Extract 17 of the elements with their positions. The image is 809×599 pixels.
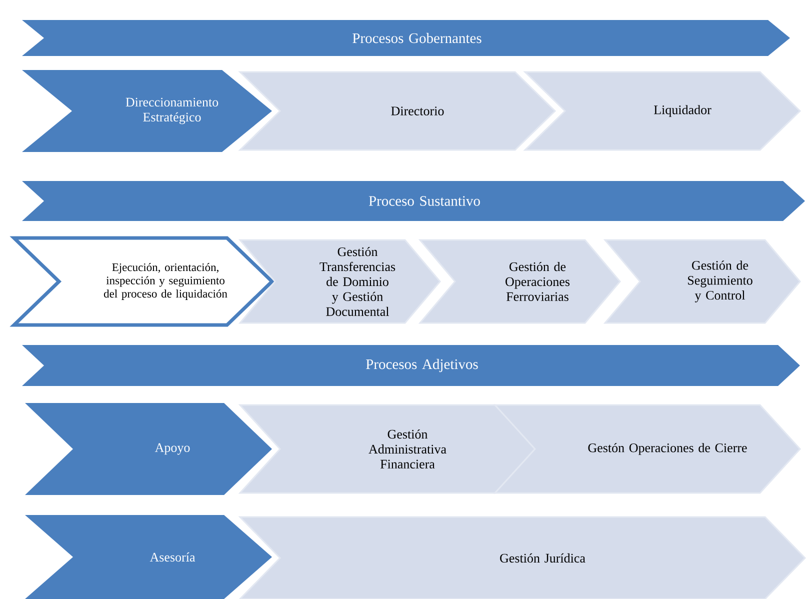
section-banner: Procesos Gobernantes — [22, 20, 790, 56]
category-step: Apoyo — [25, 403, 272, 495]
process-step: Gestión Administrativa Financiera — [238, 404, 536, 494]
category-step: Direccionamiento Estratégico — [22, 70, 272, 152]
process-step: Liquidador — [523, 71, 802, 151]
process-step: Directorio — [238, 71, 556, 151]
process-step: Gestión Jurídica — [238, 516, 806, 599]
process-step: Ejecución, orientación, inspección y seguimiento del proceso de liquidación — [10, 236, 275, 327]
section-banner: Proceso Sustantivo — [22, 181, 805, 221]
process-step: Gestón Operaciones de Cierre — [493, 404, 802, 494]
category-step: Asesoría — [25, 515, 272, 599]
node-label: Gestón Operaciones de Cierre — [588, 443, 747, 455]
process-step: Gestión de Operaciones Ferroviarias — [418, 239, 621, 324]
process-step: Gestión Transferencias de Dominio y Gestión Documental — [238, 239, 441, 324]
section-banner: Procesos Adjetivos — [22, 345, 800, 386]
node-label: Liquidador — [654, 105, 712, 117]
process-step: Gestión de Seguimiento y Control — [603, 239, 801, 324]
